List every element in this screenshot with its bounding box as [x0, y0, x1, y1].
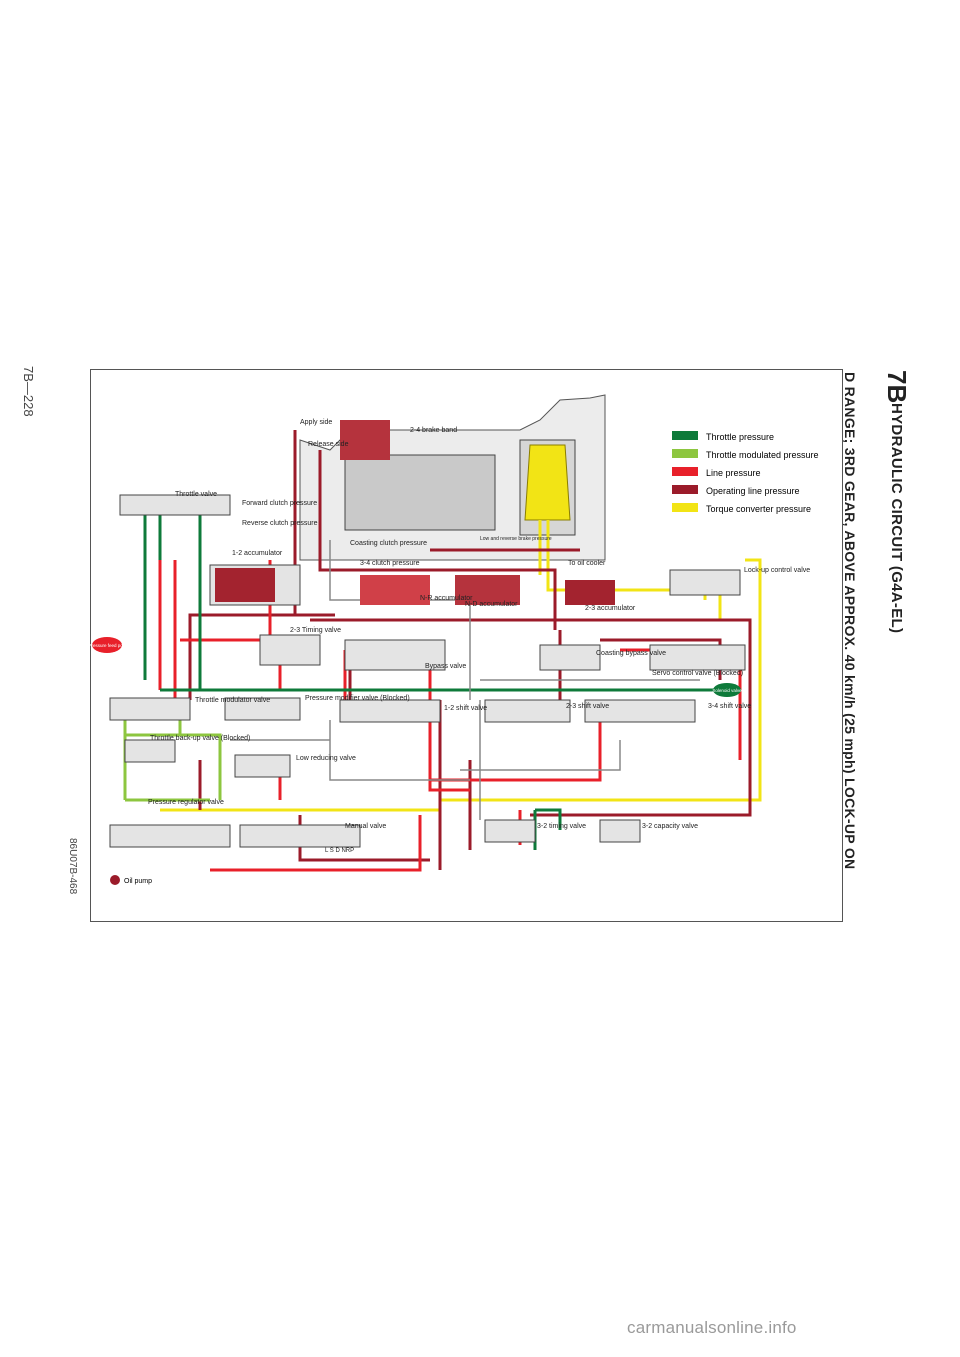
nr-accumulator-body: [360, 575, 430, 605]
label-shift-12: 1-2 shift valve: [444, 705, 487, 712]
label-apply-side: Apply side: [300, 419, 332, 426]
label-lockup-control: Lock-up control valve: [744, 567, 810, 574]
label-throttle-modulator: Throttle modulator valve: [195, 697, 270, 704]
label-clutch-34: 3-4 clutch pressure: [360, 560, 420, 567]
legend-label-throttle-modulated: Throttle modulated pressure: [706, 450, 819, 460]
label-release-side: Release side: [308, 441, 349, 448]
legend-swatch-throttle: [672, 431, 698, 440]
solenoid-oval: [713, 683, 741, 697]
gear-assembly: [344, 454, 496, 531]
label-timing-32: 3-2 timing valve: [537, 823, 586, 830]
torque-converter-line: [160, 520, 762, 812]
label-accumulator-23: 2-3 accumulator: [585, 605, 636, 612]
label-throttle-backup: Throttle back-up valve (Blocked): [150, 735, 250, 742]
label-pressure-modifier: Pressure modifier valve (Blocked): [305, 695, 410, 702]
legend-swatch-throttle-modulated: [672, 449, 698, 458]
oil-pump-icon: [110, 875, 120, 885]
label-shift-34: 3-4 shift valve: [708, 703, 751, 710]
oil-pump-label: Oil pump: [124, 878, 152, 885]
label-bypass: Bypass valve: [425, 663, 466, 670]
hydraulic-passages: [230, 540, 700, 820]
label-coasting-bypass: Coasting bypass valve: [596, 650, 666, 657]
label-nd-accumulator: N-D accumulator: [465, 601, 518, 608]
label-low-reducing: Low reducing valve: [296, 755, 356, 762]
label-manual-valve: Manual valve: [345, 823, 386, 830]
label-throttle-valve: Throttle valve: [175, 491, 217, 498]
label-accumulator-12: 1-2 accumulator: [232, 550, 283, 557]
label-capacity-32: 3-2 capacity valve: [642, 823, 698, 830]
pressure-feedback-label: Pressure feed port: [88, 643, 126, 648]
label-servo-control: Servo control valve (Blocked): [652, 670, 743, 677]
legend-label-line: Line pressure: [706, 468, 761, 478]
solenoid-label: Solenoid valve: [712, 688, 742, 693]
label-manual-positions: L S D NRP: [325, 848, 354, 854]
valve-bodies: [109, 494, 746, 848]
label-pressure-regulator: Pressure regulator valve: [148, 799, 224, 806]
legend-label-throttle: Throttle pressure: [706, 432, 774, 442]
converter-yellow: [524, 444, 571, 521]
label-brake-band: 2-4 brake band: [410, 427, 457, 434]
pressure-feedback-oval: [92, 637, 122, 653]
label-shift-23: 2-3 shift valve: [566, 703, 609, 710]
label-timing-23: 2-3 Timing valve: [290, 627, 341, 634]
diagram-frame: [90, 369, 843, 922]
label-coasting-clutch: Coasting clutch pressure: [350, 540, 427, 547]
nd-accumulator-body: [455, 575, 520, 605]
watermark: carmanualsonline.info: [627, 1318, 797, 1337]
throttle-pressure: [143, 505, 730, 850]
legend-swatch-line: [672, 467, 698, 476]
label-to-oil-cooler: To oil cooler: [568, 560, 606, 567]
legend-label-operating-line: Operating line pressure: [706, 486, 800, 496]
operating-line-pressure: [188, 430, 752, 870]
label-nr-accumulator: N-R accumulator: [420, 595, 473, 602]
legend-label-torque-converter: Torque converter pressure: [706, 504, 811, 514]
accumulator-12-body: [215, 568, 275, 602]
legend-swatch-torque-converter: [672, 503, 698, 512]
brake-band-drum: [340, 420, 390, 460]
label-reverse-clutch: Reverse clutch pressure: [242, 520, 318, 527]
legend-swatch-operating-line: [672, 485, 698, 494]
label-low-reverse: Low and reverse brake pressure: [480, 536, 552, 542]
label-forward-clutch: Forward clutch pressure: [242, 500, 317, 507]
accumulator-23-body: [565, 580, 615, 605]
